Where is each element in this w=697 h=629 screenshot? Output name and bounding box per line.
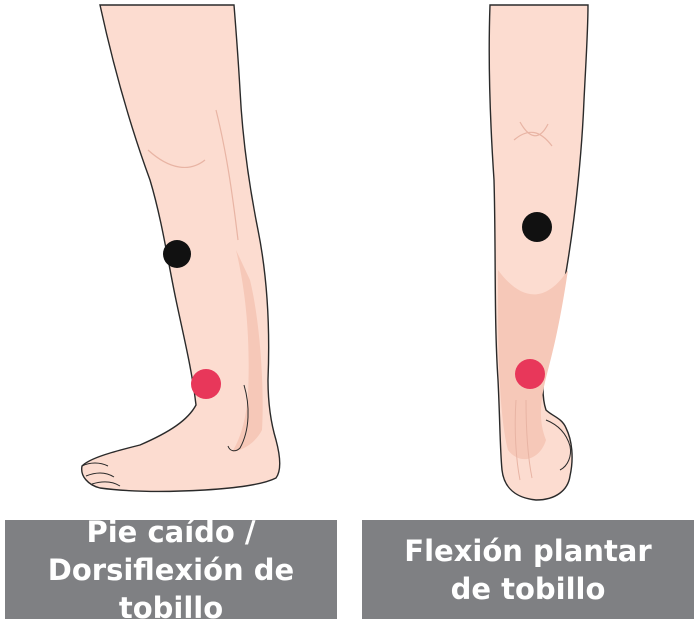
electrode-red-left [191, 369, 221, 399]
electrode-black-left [163, 240, 191, 268]
electrode-black-right [522, 212, 552, 242]
label-foot-drop: Pie caído / Dorsiflexión de tobillo [5, 520, 337, 619]
label-plantar-flexion: Flexión plantar de tobillo [362, 520, 694, 619]
electrode-red-right [515, 359, 545, 389]
side-view-leg [82, 5, 280, 491]
label-foot-drop-line1: Pie caído / [5, 513, 337, 551]
label-foot-drop-line2: Dorsiflexión de tobillo [5, 551, 337, 627]
leg-illustrations [0, 0, 697, 510]
label-plantar-flexion-line1: Flexión plantar [404, 532, 651, 570]
label-plantar-flexion-line2: de tobillo [404, 570, 651, 608]
back-view-leg [489, 5, 588, 500]
